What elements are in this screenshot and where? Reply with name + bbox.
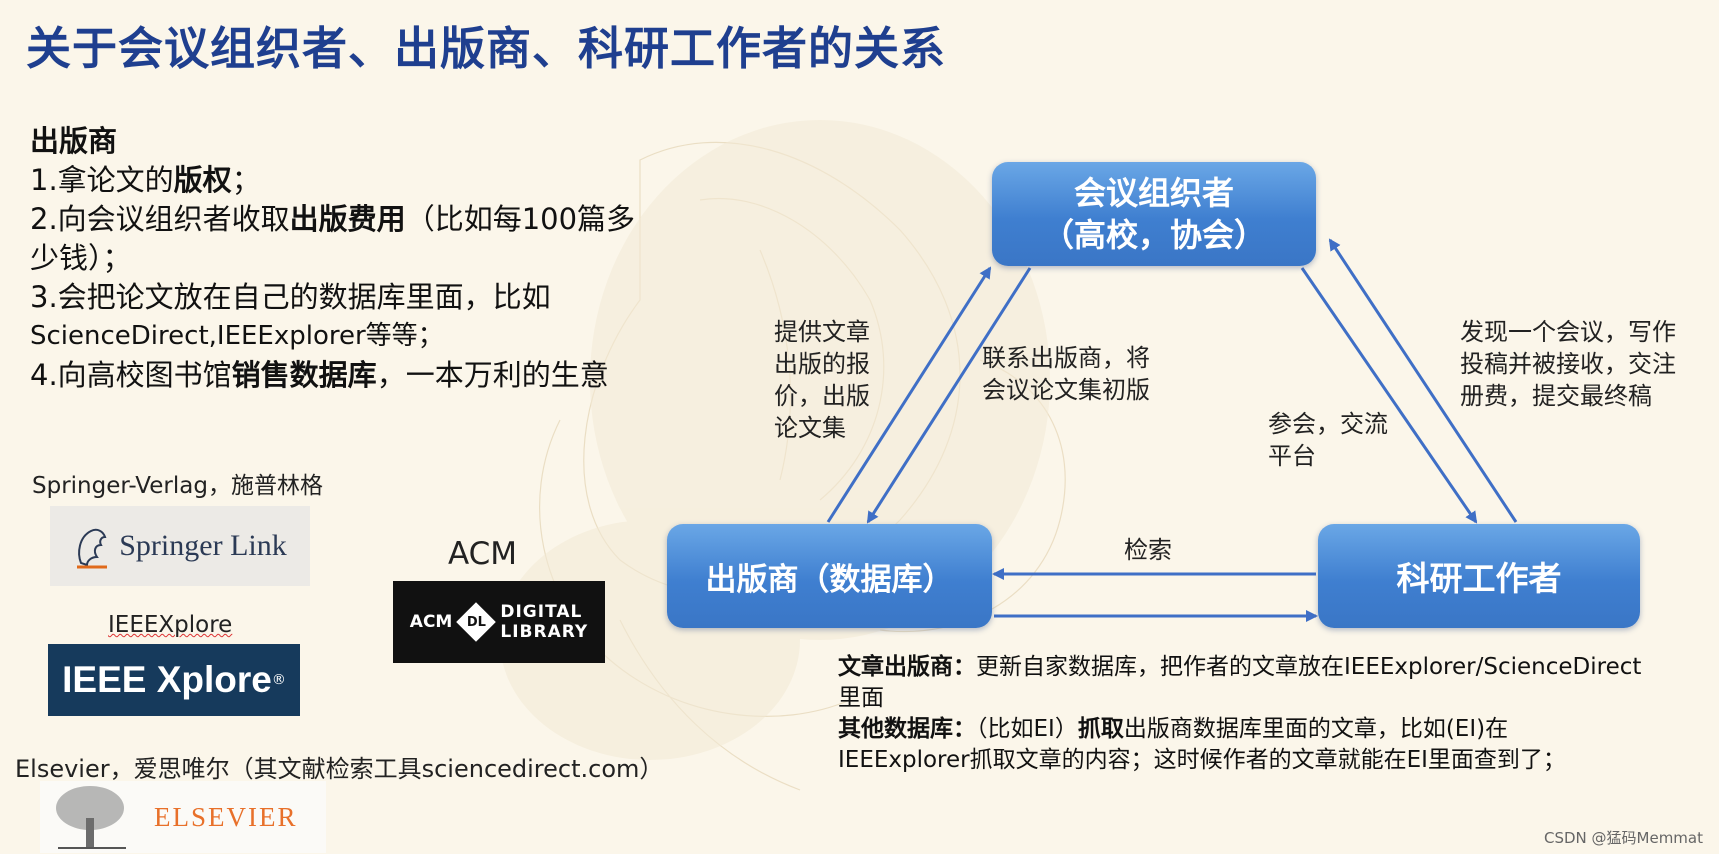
label-organizer-to-publisher: 联系出版商，将 会议论文集初版 xyxy=(982,342,1150,406)
label-line: 发现一个会议，写作 xyxy=(1460,318,1676,346)
note-other-db-label: 其他数据库： xyxy=(838,716,976,742)
note-publisher-text: 更新自家数据库，把作者的文章放在IEEExplorer/ScienceDirec… xyxy=(976,654,1642,680)
label-line: 册费，提交最终稿 xyxy=(1460,382,1652,410)
acm-library-text: DIGITAL LIBRARY xyxy=(500,602,588,642)
ieee-xplore-logo: IEEE Xplore ® xyxy=(48,644,300,716)
note-crawl-bold: 抓取 xyxy=(1077,716,1124,742)
item-3-line-2: ScienceDirect,IEEExplorer等等； xyxy=(30,321,444,351)
note-crawl-text: 出版商数据库里面的文章，比如(EI)在 xyxy=(1123,716,1509,742)
item-2-bold: 出版费用 xyxy=(289,202,406,236)
springer-link-text: Springer Link xyxy=(119,529,287,562)
label-line: 论文集 xyxy=(774,414,846,442)
node-conference-organizer: 会议组织者 （高校，协会） xyxy=(992,162,1316,266)
springer-caption: Springer-Verlag，施普林格 xyxy=(32,473,323,499)
acm-digital-library-logo: ACM DL DIGITAL LIBRARY xyxy=(393,581,605,663)
acm-line-2: LIBRARY xyxy=(500,622,589,642)
item-4-bold: 销售数据库 xyxy=(231,358,377,392)
acm-caption: ACM xyxy=(448,536,518,572)
item-2: 2.向会议组织者收取出版费用（比如每100篇多 xyxy=(30,200,750,239)
item-1: 1.拿论文的版权； xyxy=(30,161,750,200)
label-line: 平台 xyxy=(1268,442,1316,470)
organizer-label: 会议组织者 xyxy=(1073,174,1234,212)
watermark: CSDN @猛码Memmat xyxy=(1543,829,1703,847)
ieee-xplore-text: IEEE Xplore xyxy=(62,659,272,700)
acm-dl-text: DL xyxy=(466,614,486,630)
publisher-description: 出版商 1.拿论文的版权； 2.向会议组织者收取出版费用（比如每100篇多 少钱… xyxy=(30,122,750,395)
acm-dl-badge: DL xyxy=(456,602,497,642)
node-researcher: 科研工作者 xyxy=(1318,524,1640,628)
note-line-3: 其他数据库：（比如EI）抓取出版商数据库里面的文章，比如(EI)在 xyxy=(838,714,1718,745)
page-title: 关于会议组织者、出版商、科研工作者的关系 xyxy=(26,22,947,75)
publisher-label: 出版商（数据库） xyxy=(705,561,954,598)
label-publisher-to-organizer: 提供文章 出版的报 价，出版 论文集 xyxy=(774,316,870,444)
ieee-caption: IEEEXplore xyxy=(108,612,233,638)
item-2-continued: 少钱）； xyxy=(30,241,132,275)
label-researcher-to-organizer: 发现一个会议，写作 投稿并被接收，交注 册费，提交最终稿 xyxy=(1460,316,1676,412)
arrow-organizer-to-publisher xyxy=(866,267,1032,524)
elsevier-text: ELSEVIER xyxy=(154,801,298,832)
label-line: 投稿并被接收，交注 xyxy=(1460,350,1676,378)
bottom-note: 文章出版商：更新自家数据库，把作者的文章放在IEEExplorer/Scienc… xyxy=(838,652,1718,776)
item-1-bold: 版权 xyxy=(173,163,232,197)
springer-horse-icon xyxy=(77,528,108,569)
organizer-sublabel: （高校，协会） xyxy=(1041,216,1266,254)
item-4-text: 4.向高校图书馆 xyxy=(30,358,232,392)
label-organizer-to-researcher: 参会，交流 平台 xyxy=(1268,408,1388,472)
elsevier-tree-icon xyxy=(56,786,126,849)
note-publisher-label: 文章出版商： xyxy=(838,654,976,680)
item-2-tail: （比如每100篇多 xyxy=(405,202,636,236)
item-2-text: 2.向会议组织者收取 xyxy=(30,202,290,236)
arrow-researcher-to-organizer xyxy=(1328,238,1518,523)
note-line-4: IEEExplorer抓取文章的内容；这时候作者的文章就能在EI里面查到了； xyxy=(838,747,1566,773)
label-line: 出版的报 xyxy=(774,350,870,378)
label-researcher-to-publisher: 检索 xyxy=(1124,536,1172,564)
note-line-2: 里面 xyxy=(838,685,884,711)
arrow-publisher-to-organizer xyxy=(826,266,992,523)
elsevier-logo: ELSEVIER xyxy=(40,781,326,853)
item-3-line-1: 3.会把论文放在自己的数据库里面，比如 xyxy=(30,280,551,314)
springer-link-logo: Springer Link xyxy=(50,506,310,586)
elsevier-caption: Elsevier，爱思唯尔（其文献检索工具sciencedirect.com） xyxy=(15,755,664,783)
item-1-tail: ； xyxy=(231,163,261,197)
researcher-label: 科研工作者 xyxy=(1396,559,1562,598)
label-line: 联系出版商，将 xyxy=(982,344,1150,372)
label-line: 提供文章 xyxy=(774,318,870,346)
label-line: 价，出版 xyxy=(774,382,870,410)
note-example: （比如EI） xyxy=(976,716,1078,742)
node-publisher: 出版商（数据库） xyxy=(667,524,992,628)
label-line: 会议论文集初版 xyxy=(982,376,1150,404)
item-1-text: 1.拿论文的 xyxy=(30,163,174,197)
acm-prefix: ACM xyxy=(409,612,453,632)
publisher-heading: 出版商 xyxy=(30,124,118,158)
item-4-tail: ，一本万利的生意 xyxy=(376,358,609,392)
registered-mark: ® xyxy=(271,672,286,688)
label-line: 参会，交流 xyxy=(1268,410,1388,438)
arrow-organizer-to-researcher xyxy=(1300,267,1478,524)
note-line-1: 文章出版商：更新自家数据库，把作者的文章放在IEEExplorer/Scienc… xyxy=(838,652,1718,683)
item-4: 4.向高校图书馆销售数据库，一本万利的生意 xyxy=(30,356,750,395)
acm-line-1: DIGITAL xyxy=(500,602,583,622)
